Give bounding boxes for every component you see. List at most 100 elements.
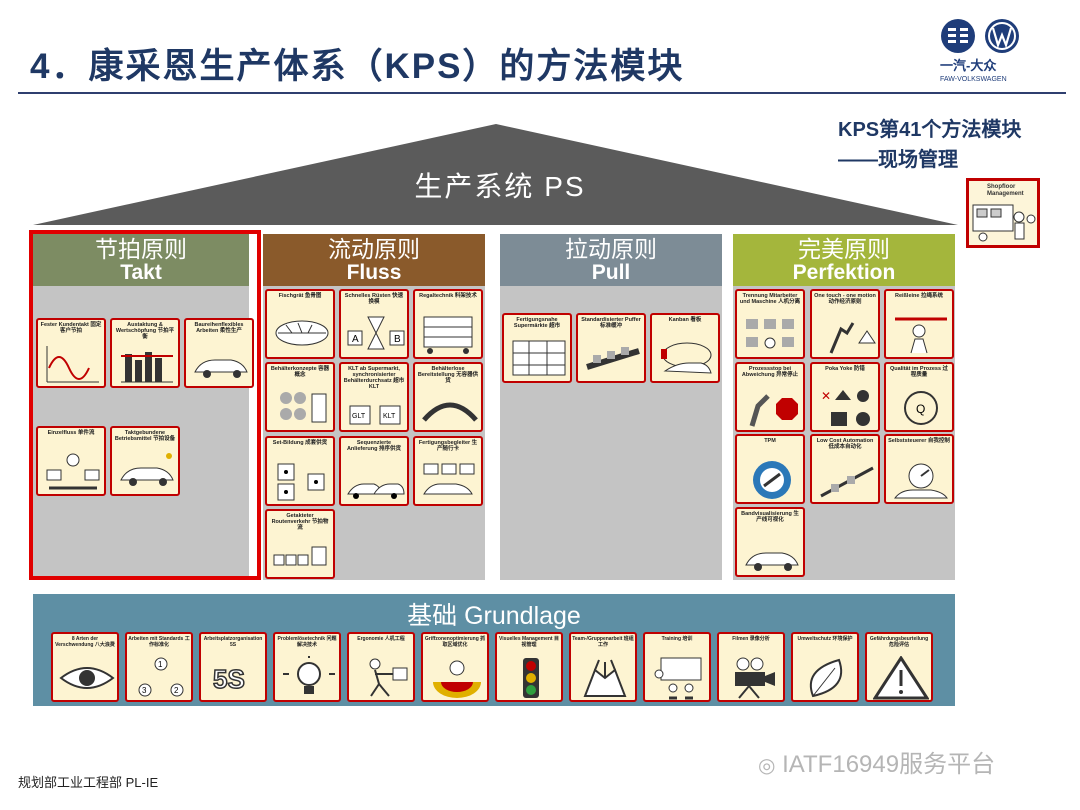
takt-column: 节拍原则 Takt xyxy=(33,234,249,580)
glt-flow-icon xyxy=(423,463,475,495)
card-line-visualization: Bandvisualisierung 生产线可视化 xyxy=(735,507,805,577)
svg-text:✕: ✕ xyxy=(821,389,831,403)
training-board-icon xyxy=(654,657,702,700)
five-s-label: 5S xyxy=(212,663,245,695)
shopfloor-icon xyxy=(972,204,1036,242)
card-fixed-customer-takt: Fester Kundentakt 固定客户节拍 xyxy=(36,318,106,388)
card-takt-balancing: Austaktung & Wertschöpfung 节拍平衡 xyxy=(110,318,180,388)
poka-yoke-icon: ✕ xyxy=(821,389,870,426)
car-icon xyxy=(194,359,248,378)
perfektion-title-cn: 完美原则 xyxy=(798,236,890,262)
card-quality-in-process: Qualität im Prozess 过程质量 Q xyxy=(884,362,954,432)
faw-vw-logo: 一汽-大众 FAW-VOLKSWAGEN xyxy=(936,14,1046,84)
svg-text:1: 1 xyxy=(158,660,163,669)
watermark-text: IATF16949服务平台 xyxy=(782,751,996,778)
takt-header: 节拍原则 Takt xyxy=(33,234,249,286)
card-takt-equipment: Taktgebundene Betriebsmittel 节拍设备 xyxy=(110,426,180,496)
car-icon xyxy=(745,552,799,571)
shopfloor-management-card: Shopfloor Management xyxy=(966,178,1040,248)
quality-cycle-icon: Q xyxy=(904,391,938,425)
andon-cord-icon xyxy=(895,317,947,354)
card-flexible-series: Baureihenflexibles Arbeiten 柔性生产 xyxy=(184,318,254,388)
shelf-icon xyxy=(512,340,566,376)
fluss-title-en: Fluss xyxy=(346,261,402,284)
pull-header: 拉动原则 Pull xyxy=(500,234,722,286)
card-grip-zone: Griffzonenoptimierung 抓取区域优化 xyxy=(421,632,489,702)
card-filming: Filmen 录像分析 xyxy=(717,632,785,702)
wechat-icon: ◎ xyxy=(758,755,776,777)
watermark: ◎ IATF16949服务平台 xyxy=(758,744,995,779)
tpm-badge-icon xyxy=(753,461,791,499)
svg-text:GLT: GLT xyxy=(352,413,366,420)
card-container-concepts: Behälterkonzepte 容器概念 xyxy=(265,362,335,432)
card-one-touch: One touch - one motion 动作经济原则 xyxy=(810,289,880,359)
leaf-icon xyxy=(809,658,843,698)
fishbone-icon xyxy=(275,320,329,346)
card-klt-supermarket: KLT ab Supermarkt, synchronisierter Behä… xyxy=(339,362,409,432)
card-tpm: TPM xyxy=(735,434,805,504)
card-low-cost-automation: Low Cost Automation 低成本自动化 xyxy=(810,434,880,504)
card-process-stop: Prozessstop bei Abweichung 异常停止 xyxy=(735,362,805,432)
card-takt-routing: Getakteter Routenverkehr 节拍物流 xyxy=(265,509,335,579)
card-visual-management: Visuelles Management 目视管理 xyxy=(495,632,563,702)
card-5s: Arbeitsplatzorganisation 5S 5S xyxy=(199,632,267,702)
containers-icon xyxy=(280,392,327,423)
card-environment: Umweltschutz 环境保护 xyxy=(791,632,859,702)
flow-icon xyxy=(46,453,100,490)
svg-text:一汽-大众: 一汽-大众 xyxy=(940,58,996,73)
takt-title-en: Takt xyxy=(120,261,162,284)
kps-note-line1: KPS第41个方法模块 xyxy=(838,119,1022,141)
rack-icon xyxy=(423,316,473,354)
machines-icon xyxy=(746,319,794,349)
grip-zone-icon xyxy=(433,660,481,698)
hands-together-icon xyxy=(583,659,627,697)
buffer-icon xyxy=(586,347,640,370)
card-human-machine-separation: Trennung Mitarbeiter und Maschine 人机分离 xyxy=(735,289,805,359)
perfektion-header: 完美原则 Perfektion xyxy=(733,234,955,286)
svg-text:A: A xyxy=(352,334,359,345)
kanban-loop-icon xyxy=(661,342,712,374)
fluss-title-cn: 流动原则 xyxy=(328,236,420,262)
card-production-companion: Fertigungsbegleiter 生产随行卡 xyxy=(413,436,483,506)
card-supermarket: Fertigungsnahe Supermärkte 超市 xyxy=(502,313,572,383)
card-sequenced-delivery: Sequenzierte Anlieferung 排序供货 xyxy=(339,436,409,506)
car-icon xyxy=(120,453,174,486)
pull-column: 拉动原则 Pull xyxy=(500,234,722,580)
conveyor-icon xyxy=(422,402,478,422)
svg-text:KLT: KLT xyxy=(383,413,396,420)
card-problem-solving: Problemlösetechnik 问题解决技术 xyxy=(273,632,341,702)
card-teamwork: Team-/Gruppenarbeit 班组工作 xyxy=(569,632,637,702)
footer-text: 规划部工业工程部 PL-IE xyxy=(18,775,159,790)
roof-label: 生产系统 PS xyxy=(414,171,586,202)
svg-text:FAW-VOLKSWAGEN: FAW-VOLKSWAGEN xyxy=(940,76,1007,83)
lightbulb-icon xyxy=(283,656,335,694)
video-camera-icon xyxy=(735,657,775,699)
gauge-icon xyxy=(893,463,948,499)
card-set-building: Set-Bildung 成套供货 xyxy=(265,436,335,506)
slide-icon xyxy=(820,466,874,498)
fluss-header: 流动原则 Fluss xyxy=(263,234,485,286)
worker-icon xyxy=(369,658,408,697)
card-8-wastes: 8 Arten der Verschwendung 八大浪费 xyxy=(51,632,119,702)
svg-text:Q: Q xyxy=(916,402,925,416)
traffic-light-icon xyxy=(523,658,539,698)
svg-text:2: 2 xyxy=(174,686,179,695)
warning-triangle-icon xyxy=(873,656,929,700)
pull-title-en: Pull xyxy=(591,261,631,284)
takt-title-cn: 节拍原则 xyxy=(95,236,187,262)
takt-highlight-frame xyxy=(29,230,261,580)
sine-chart-icon xyxy=(46,346,99,383)
svg-text:B: B xyxy=(394,334,401,345)
eye-icon xyxy=(59,667,115,689)
card-self-control: Selbststeuerer 自我控制 xyxy=(884,434,954,504)
card-hazard-assessment: Gefährdungsbeurteilung 危险评估 xyxy=(865,632,933,702)
kps-note-line2: ——现场管理 xyxy=(838,149,958,171)
card-rack-technology: Regaltechnik 料架技术 xyxy=(413,289,483,359)
card-containerless-supply: Behälterlose Bereitstellung 无容器供货 xyxy=(413,362,483,432)
shopfloor-label: Shopfloor Management xyxy=(987,184,1024,197)
dice-icon xyxy=(277,463,325,501)
card-standard-buffer: Standardisierter Puffer 标准缓冲 xyxy=(576,313,646,383)
